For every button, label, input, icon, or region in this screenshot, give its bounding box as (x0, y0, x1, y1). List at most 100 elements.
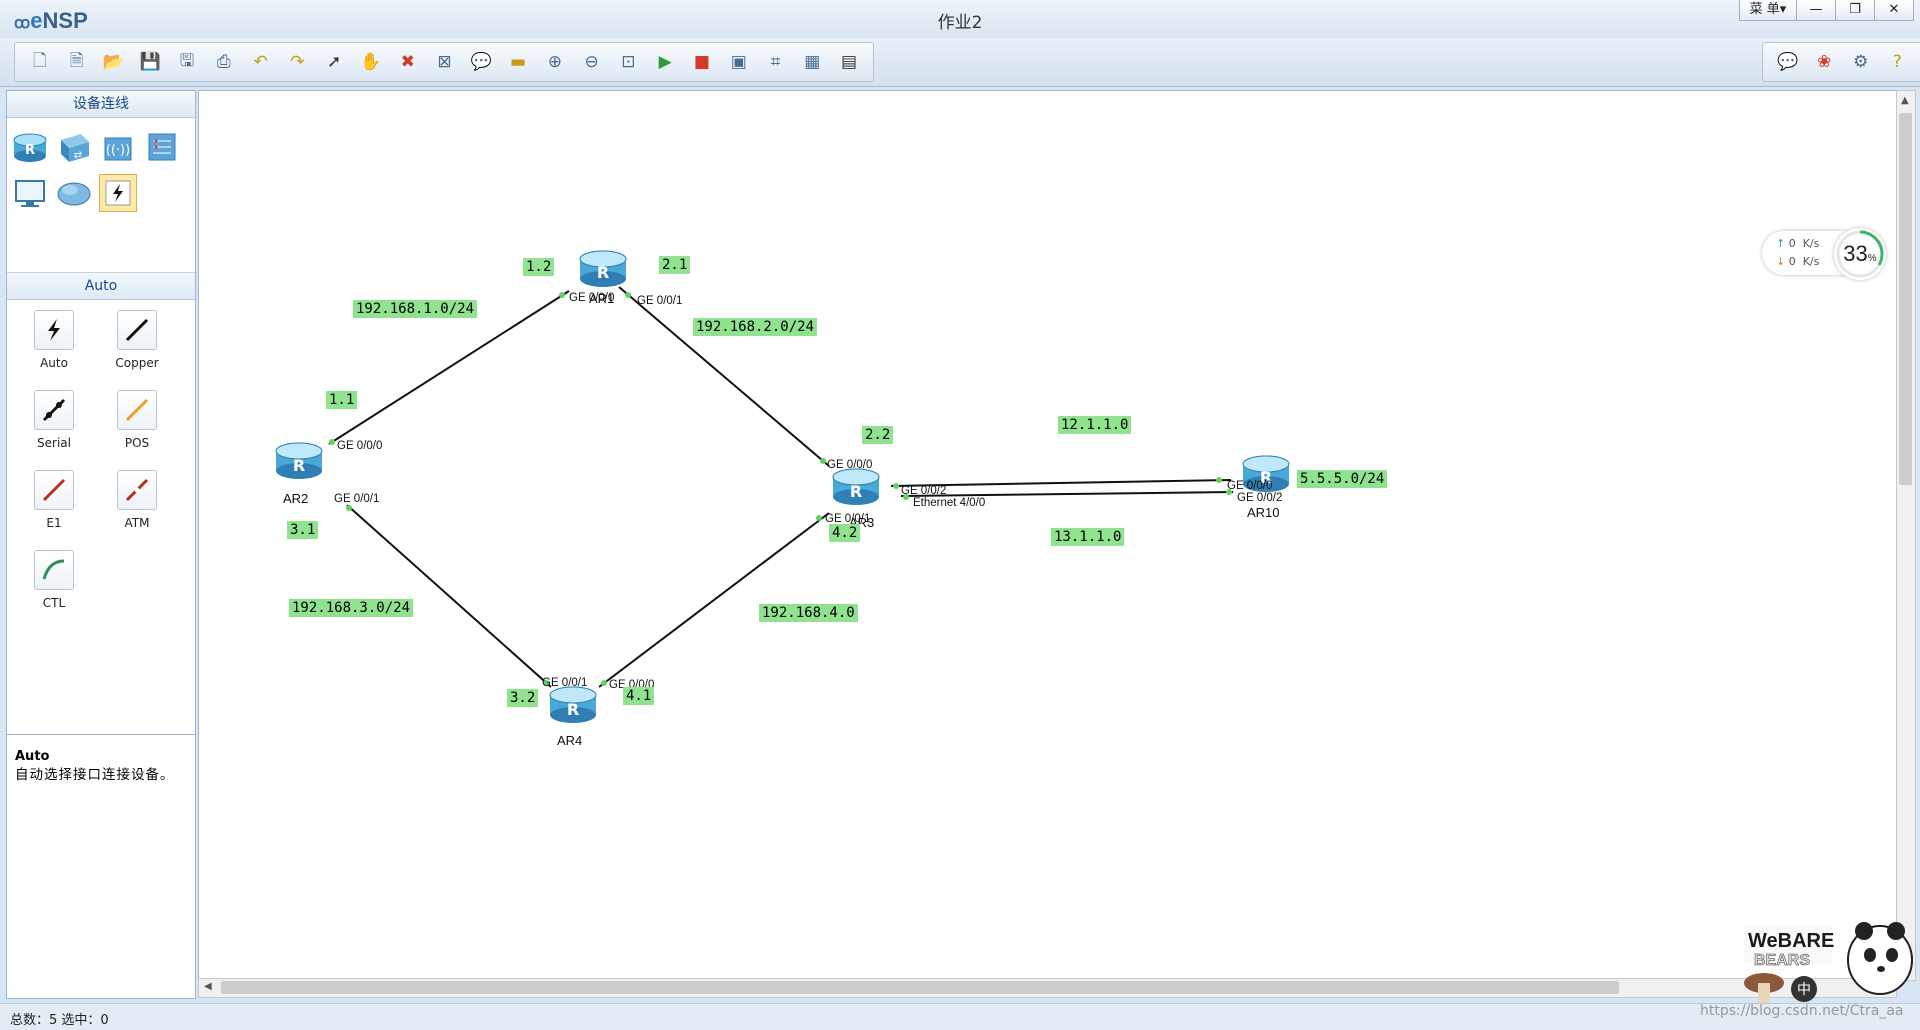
pc-category-icon[interactable] (11, 174, 49, 212)
text-note-icon[interactable]: 💬 (470, 52, 492, 72)
pan-hand-icon[interactable]: ✋ (360, 52, 382, 72)
router-category-icon[interactable]: R (11, 128, 49, 166)
note-label[interactable]: 192.168.3.0/24 (289, 599, 414, 617)
close-button[interactable]: ✕ (1874, 0, 1914, 21)
cable-serial[interactable]: Serial (14, 390, 94, 450)
undo-icon[interactable]: ↶ (253, 52, 268, 72)
delete-icon[interactable]: ✖ (400, 52, 415, 72)
note-label[interactable]: 192.168.4.0 (759, 604, 858, 622)
port-dot (329, 439, 335, 445)
speed-box: ↑ 0 K/s ↓ 0 K/s (1762, 231, 1846, 275)
new-topology-icon[interactable]: 🗋 (33, 50, 47, 71)
select-pointer-icon[interactable]: ➚ (327, 52, 342, 72)
settings-gear-icon[interactable]: ⚙ (1853, 52, 1869, 72)
save-icon[interactable]: 💾 (139, 52, 161, 72)
zoom-out-icon[interactable]: ⊖ (584, 52, 599, 72)
description-text: 自动选择接口连接设备。 (15, 767, 175, 783)
minimize-button[interactable]: — (1796, 0, 1836, 21)
router-ar3-icon: R (832, 468, 880, 505)
redo-icon[interactable]: ↷ (290, 52, 305, 72)
rectangle-icon[interactable]: ▬ (510, 52, 527, 72)
interface-label: GE 0/0/1 (334, 493, 380, 505)
grid-icon[interactable]: ▦ (804, 52, 821, 72)
interface-label: Ethernet 4/0/0 (913, 497, 986, 509)
router-ar2-icon: R (275, 442, 323, 479)
note-label[interactable]: 2.1 (659, 256, 691, 274)
note-label[interactable]: 13.1.1.0 (1051, 528, 1125, 546)
menu-button[interactable]: 菜 单▾ (1739, 0, 1797, 21)
scroll-up-icon[interactable]: ▲ (1901, 95, 1909, 106)
cable-ctl[interactable]: CTL (14, 550, 94, 610)
chat-icon[interactable]: 💬 (1777, 52, 1799, 72)
firewall-category-icon[interactable] (143, 128, 181, 166)
port-dot (346, 505, 352, 511)
svg-text:R: R (25, 143, 35, 158)
save-as-icon[interactable]: 🖫 (179, 50, 195, 71)
cloud-category-icon[interactable] (55, 174, 93, 212)
note-label[interactable]: 4.1 (623, 687, 655, 705)
switch-category-icon[interactable]: ⇄ (55, 128, 93, 166)
bear-decoration-icon: WeBARE BEARS 中 (1744, 922, 1913, 1003)
topology-icon[interactable]: ⌗ (770, 52, 781, 72)
scroll-left-icon[interactable]: ◀ (204, 981, 212, 992)
console-icon[interactable]: ▤ (841, 52, 858, 72)
cable-atm[interactable]: ATM (97, 470, 177, 530)
network-speed-widget[interactable]: ↑ 0 K/s ↓ 0 K/s 33% (1762, 228, 1894, 280)
cable-pos[interactable]: POS (97, 390, 177, 450)
device-label-ar2[interactable]: AR2 (283, 491, 309, 506)
device-label-ar1[interactable]: AR1 (589, 291, 615, 306)
note-label[interactable]: 5.5.5.0/24 (1297, 470, 1388, 488)
note-label[interactable]: 1.1 (326, 391, 358, 409)
fit-window-icon[interactable]: ⊡ (621, 52, 636, 72)
port-dot (601, 680, 607, 686)
interface-label: GE 0/0/0 (827, 459, 873, 471)
stop-device-icon[interactable]: ■ (693, 52, 710, 72)
svg-text:R: R (1260, 468, 1272, 487)
zoom-in-icon[interactable]: ⊕ (547, 52, 562, 72)
new-lab-icon[interactable]: 🗎 (69, 50, 84, 71)
vertical-scrollbar[interactable]: ▲ (1896, 90, 1916, 981)
print-icon[interactable]: ⎙ (216, 52, 231, 72)
upload-arrow-icon: ↑ (1776, 237, 1786, 250)
port-dot (903, 494, 909, 500)
delete-all-connections-icon[interactable]: ⊠ (437, 52, 452, 72)
svg-text:R: R (567, 700, 579, 719)
note-label[interactable]: 192.168.2.0/24 (693, 318, 818, 336)
start-device-icon[interactable]: ▶ (658, 52, 672, 72)
wireless-category-icon[interactable]: ((·)) (99, 128, 137, 166)
ctl-cable-icon (34, 550, 74, 590)
topology-canvas[interactable]: R R R R R (198, 90, 1897, 981)
port-dot (1216, 477, 1222, 483)
cable-e1[interactable]: E1 (14, 470, 94, 530)
device-label-ar10[interactable]: AR10 (1247, 505, 1280, 520)
main-toolbar-group: 🗋 🗎 📂 💾 🖫 ⎙ ↶ ↷ ➚ ✋ ✖ ⊠ 💬 ▬ ⊕ ⊖ ⊡ ▶ ■ ▣ … (14, 42, 874, 82)
right-toolbar-group: 💬 ❀ ⚙ ? (1762, 42, 1920, 82)
router-ar1-icon: R (579, 250, 627, 287)
window-title: 作业2 (937, 13, 983, 33)
note-label[interactable]: 3.1 (287, 521, 319, 539)
note-label[interactable]: 12.1.1.0 (1058, 416, 1132, 434)
note-label[interactable]: 192.168.1.0/24 (353, 300, 478, 318)
link-ar1-ar3 (618, 286, 830, 467)
help-icon[interactable]: ? (1892, 52, 1902, 72)
device-label-ar4[interactable]: AR4 (557, 733, 583, 748)
connection-category-icon[interactable] (99, 174, 137, 212)
huawei-logo-icon[interactable]: ❀ (1817, 52, 1832, 72)
cable-auto[interactable]: Auto (14, 310, 94, 370)
description-title: Auto (15, 749, 50, 764)
open-folder-icon[interactable]: 📂 (102, 52, 125, 72)
note-label[interactable]: 3.2 (507, 689, 539, 707)
restore-button[interactable]: ❐ (1835, 0, 1875, 21)
note-label[interactable]: 2.2 (862, 426, 894, 444)
vertical-scroll-thumb[interactable] (1899, 113, 1912, 485)
svg-text:R: R (293, 456, 305, 475)
cable-copper[interactable]: Copper (97, 310, 177, 370)
link-ar2-ar4 (346, 504, 552, 688)
usage-percent: 33 (1843, 241, 1868, 266)
note-label[interactable]: 4.2 (829, 524, 861, 542)
svg-text:R: R (850, 482, 862, 501)
horizontal-scrollbar[interactable]: ◀ (198, 978, 1897, 998)
note-label[interactable]: 1.2 (523, 258, 555, 276)
capture-icon[interactable]: ▣ (730, 52, 747, 72)
horizontal-scroll-thumb[interactable] (221, 981, 1619, 994)
